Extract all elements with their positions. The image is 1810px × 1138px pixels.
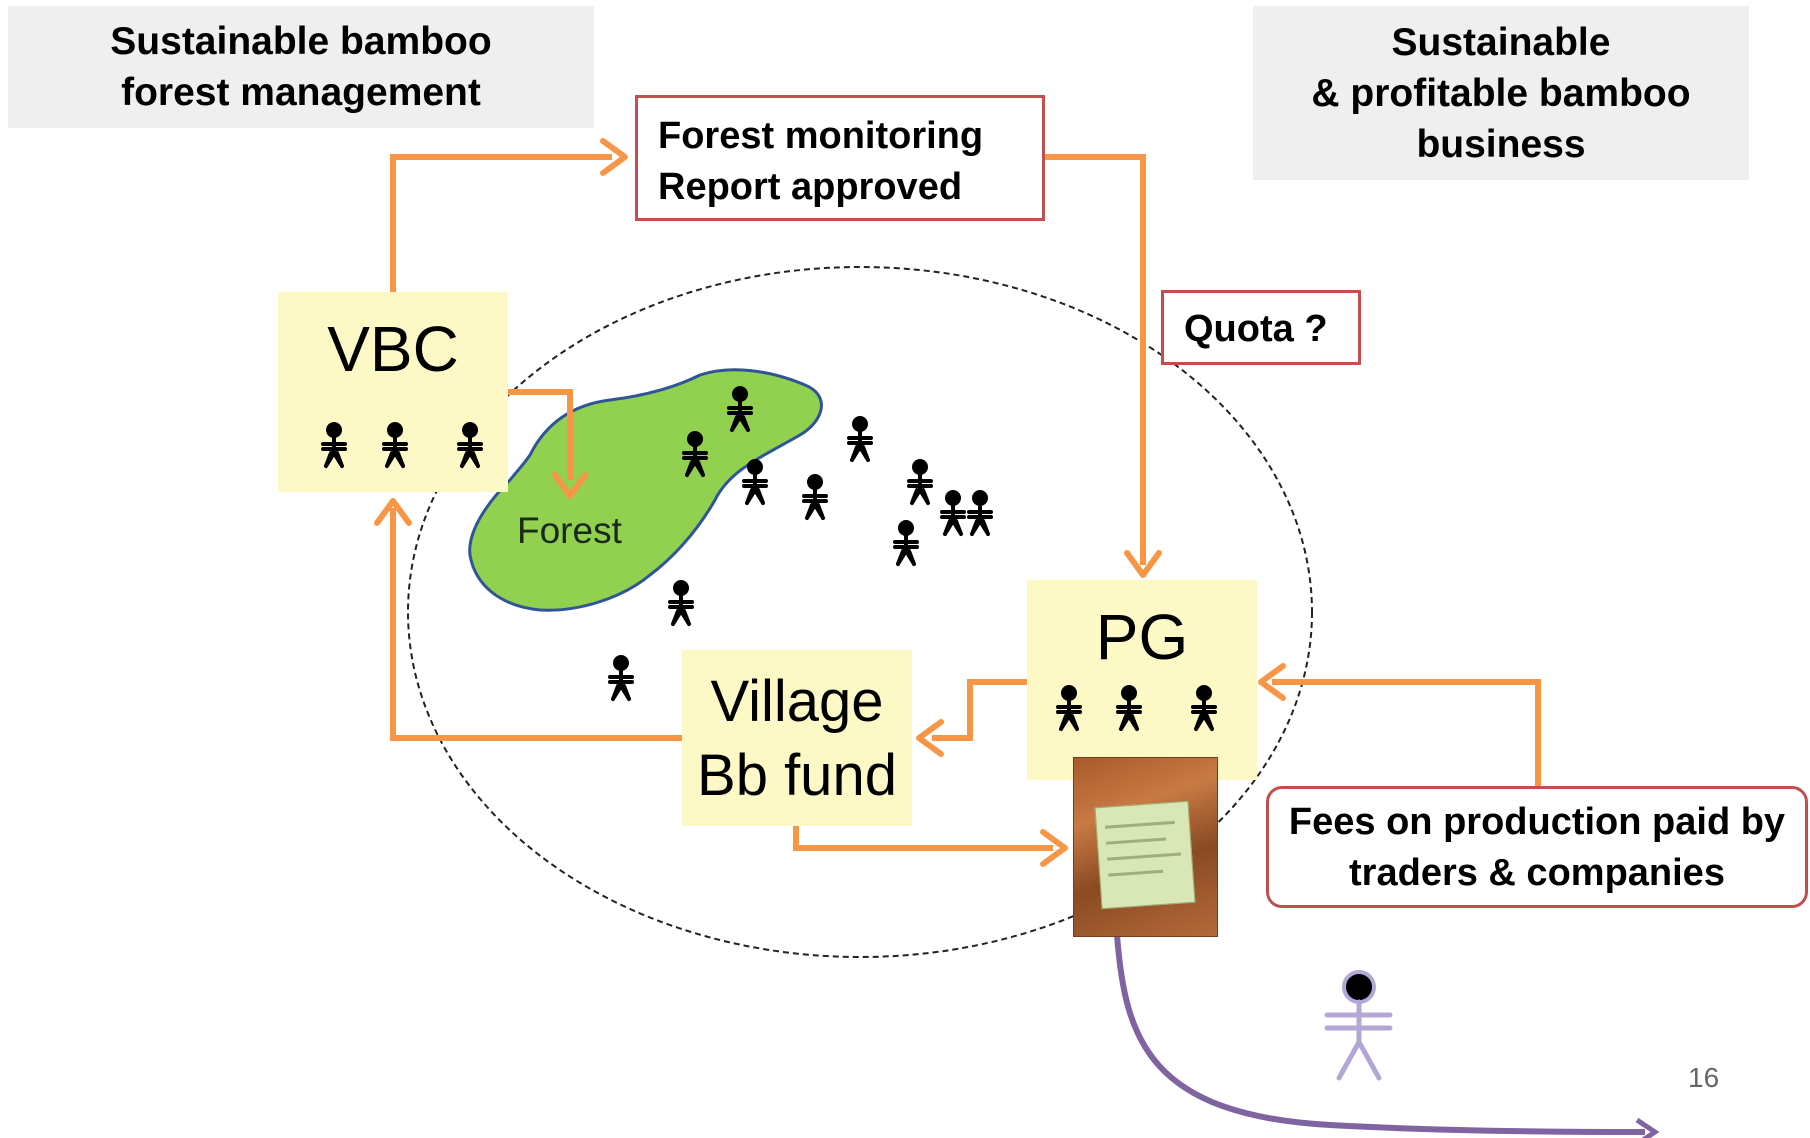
arrowhead-fees [1258,663,1286,701]
arrowhead-product [1040,829,1068,867]
person-icon [1116,683,1142,731]
quota-label: Quota ? [1184,308,1328,350]
arrow-pg-to-fund [932,679,1027,741]
fees-line2: traders & companies [1349,852,1725,894]
product-sale-arrowhead [1635,1117,1660,1138]
header-left-line1: Sustainable bamboo [110,20,492,63]
person-icon [457,420,483,468]
person-icon [382,420,408,468]
pg-members [1056,683,1217,731]
vbc-box: VBC [278,292,508,492]
arrow-fund-to-vbc [390,508,682,741]
fund-line1: Village [710,669,884,734]
arrowhead-monitoring [600,138,628,176]
header-left-box: Sustainable bamboo forest management [8,6,594,128]
header-right-box: Sustainable & profitable bamboo business [1253,6,1749,180]
arrowhead-forest [552,472,588,499]
forest-shape [468,368,823,612]
village-boundary-ellipse [407,266,1313,958]
product-sale-curve [1114,934,1646,1135]
fees-box: Fees on production paid by traders & com… [1266,786,1808,908]
header-left-line2: forest management [121,71,481,114]
person-icon [802,472,828,520]
person-icon [940,488,966,536]
fund-line2: Bb fund [697,743,897,808]
person-icon [321,420,347,468]
arrowhead-pg [1124,550,1162,578]
arrowhead-vbc [374,498,412,526]
person-icon [668,578,694,626]
vbc-members [321,420,483,468]
vbc-label: VBC [327,313,459,385]
monitoring-line1: Forest monitoring [658,115,984,157]
person-icon [893,518,919,566]
header-right-line3: business [1416,122,1586,166]
person-icon [907,457,933,505]
pg-box: PG [1027,580,1257,780]
fees-line1: Fees on production paid by [1288,801,1786,843]
monitoring-line2: Report approved [658,166,963,208]
village-fund-box: Village Bb fund [682,650,912,826]
arrow-fund-to-product [793,826,1053,851]
person-icon [742,457,768,505]
person-icon [967,488,993,536]
pg-label: PG [1095,601,1189,673]
person-icon [1056,683,1082,731]
bamboo-product-package [1073,757,1218,937]
header-right-line1: Sustainable [1391,20,1611,64]
person-icon [847,414,873,462]
header-right-line2: & profitable bamboo [1311,71,1691,115]
arrow-vbc-to-monitoring [390,154,612,292]
slide-number: 16 [1688,1062,1720,1093]
arrow-fees-to-pg [1272,679,1541,786]
arrow-monitoring-to-pg [1044,154,1146,565]
forest-label: Forest [517,510,622,551]
quota-box: Quota ? [1161,290,1361,365]
arrow-vbc-to-forest [508,389,573,480]
trader-person-icon [1324,970,1393,1081]
package-label [1094,800,1196,910]
person-icon [1191,683,1217,731]
forest-monitoring-box: Forest monitoring Report approved [635,95,1045,221]
person-icon [608,653,634,701]
arrowhead-fund [916,719,944,757]
